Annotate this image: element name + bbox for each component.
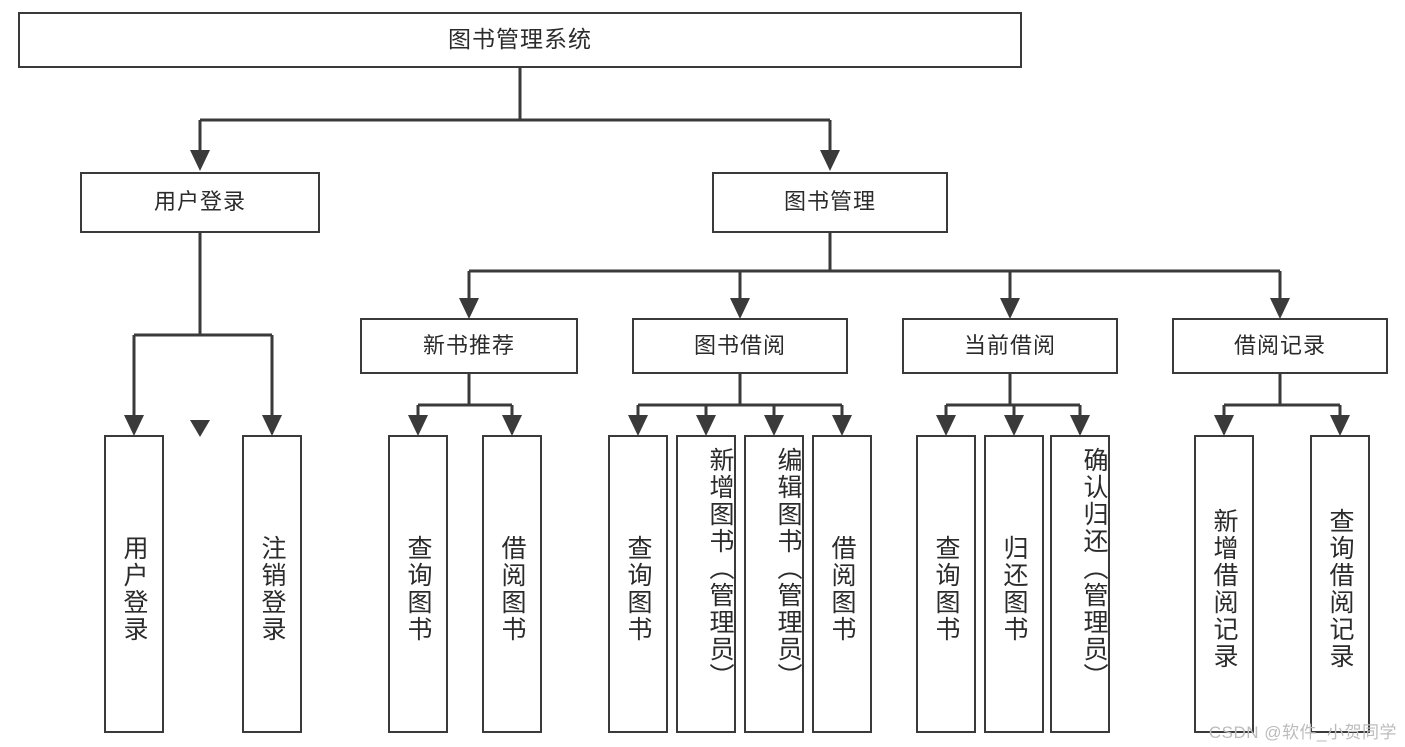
node-label: 图书管理: [783, 189, 876, 215]
node-label: 编辑图书（管理员）: [774, 447, 802, 690]
leaf-borrow-book-borrow[interactable]: 借阅图书: [812, 435, 872, 733]
node-new-book-recommend[interactable]: 新书推荐: [360, 318, 578, 374]
leaf-edit-book-admin[interactable]: 编辑图书（管理员）: [744, 435, 804, 733]
leaf-query-book-current[interactable]: 查询图书: [916, 435, 976, 733]
node-label: 借阅图书: [828, 535, 856, 643]
node-label: 查询图书: [932, 535, 960, 643]
node-label: 借阅图书: [498, 535, 526, 643]
leaf-confirm-return-admin[interactable]: 确认归还（管理员）: [1050, 435, 1110, 733]
node-label: 查询图书: [404, 535, 432, 643]
leaf-query-borrow-record[interactable]: 查询借阅记录: [1310, 435, 1370, 733]
leaf-add-borrow-record[interactable]: 新增借阅记录: [1194, 435, 1254, 733]
node-label: 新书推荐: [422, 332, 515, 358]
leaf-query-book-borrow[interactable]: 查询图书: [608, 435, 668, 733]
node-label: 查询借阅记录: [1326, 508, 1354, 670]
leaf-logout-login[interactable]: 注销登录: [242, 435, 302, 733]
node-label: 借阅记录: [1233, 332, 1326, 358]
watermark: CSDN @软件_小贺同学: [1208, 723, 1397, 742]
leaf-user-login[interactable]: 用户登录: [104, 435, 164, 733]
node-borrow-record[interactable]: 借阅记录: [1172, 318, 1388, 374]
node-book-management[interactable]: 图书管理: [712, 172, 948, 233]
node-book-borrow[interactable]: 图书借阅: [632, 318, 848, 374]
node-user-login[interactable]: 用户登录: [80, 172, 320, 233]
node-label: 用户登录: [120, 535, 148, 643]
leaf-return-book[interactable]: 归还图书: [984, 435, 1044, 733]
node-current-borrow[interactable]: 当前借阅: [902, 318, 1118, 374]
node-label: 当前借阅: [963, 332, 1056, 358]
node-label: 图书借阅: [693, 332, 786, 358]
node-label: 归还图书: [1000, 535, 1028, 643]
node-label: 新增借阅记录: [1210, 508, 1238, 670]
leaf-borrow-book-recommend[interactable]: 借阅图书: [482, 435, 542, 733]
node-label: 注销登录: [258, 535, 286, 643]
node-root-system[interactable]: 图书管理系统: [18, 12, 1022, 68]
leaf-add-book-admin[interactable]: 新增图书（管理员）: [676, 435, 736, 733]
node-label: 新增图书（管理员）: [706, 447, 734, 690]
node-label: 确认归还（管理员）: [1080, 447, 1108, 690]
node-label: 查询图书: [624, 535, 652, 643]
node-label: 图书管理系统: [448, 26, 592, 53]
node-label: 用户登录: [153, 189, 246, 215]
leaf-query-book-recommend[interactable]: 查询图书: [388, 435, 448, 733]
